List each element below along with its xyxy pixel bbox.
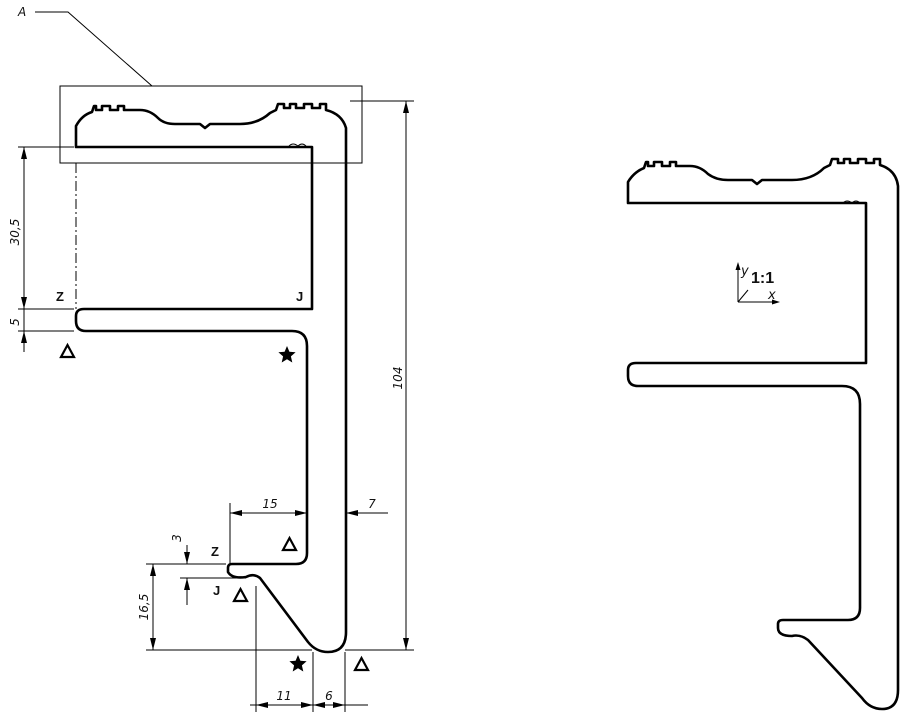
dim-16-5-arrow-top bbox=[150, 564, 156, 576]
dim-104-value: 104 bbox=[391, 367, 405, 390]
profile-outline-right bbox=[626, 157, 900, 711]
dim-11-value: 11 bbox=[276, 689, 291, 703]
edge-mark-z-lower: Z bbox=[211, 544, 219, 559]
y-axis-label: y bbox=[740, 264, 749, 279]
dim-15-arrow-right bbox=[295, 510, 307, 516]
dim-5-arrow-bottom bbox=[21, 331, 27, 343]
dimensioned-section-view: A 104 30,5 5 15 7 bbox=[8, 5, 414, 712]
dim-11-arrow-left bbox=[256, 702, 268, 708]
inner-corner-detail-right bbox=[842, 200, 861, 204]
dim-3-arrow-top bbox=[184, 552, 190, 564]
dim-15-arrow-left bbox=[230, 510, 242, 516]
star-symbol bbox=[289, 655, 307, 672]
edge-mark-j-lower: J bbox=[213, 583, 220, 598]
inner-corner-detail bbox=[288, 143, 307, 147]
scale-label: 1:1 bbox=[751, 270, 774, 287]
dim-3-value: 3 bbox=[170, 534, 184, 542]
dim-104-arrow-bottom bbox=[403, 638, 409, 650]
triangle-symbol bbox=[281, 535, 298, 552]
edge-mark-j-upper: J bbox=[296, 289, 303, 304]
profile-view-1-1: y x 1:1 bbox=[626, 157, 900, 711]
dim-11-arrow-right bbox=[301, 702, 313, 708]
edge-mark-z-upper: Z bbox=[56, 289, 64, 304]
dim-6-arrow-left bbox=[313, 702, 325, 708]
detail-a-label: A bbox=[17, 5, 26, 19]
dim-15-value: 15 bbox=[262, 497, 277, 511]
axis-indicator: y x 1:1 bbox=[735, 262, 780, 305]
dim-16-5-value: 16,5 bbox=[137, 594, 151, 621]
triangle-symbol bbox=[59, 342, 76, 359]
dim-5-value: 5 bbox=[8, 318, 22, 326]
star-symbol bbox=[278, 346, 296, 363]
z-axis-line bbox=[737, 289, 749, 303]
y-axis-arrow bbox=[735, 262, 741, 270]
dim-7-value: 7 bbox=[368, 497, 376, 511]
triangle-symbol bbox=[232, 586, 249, 603]
dim-30-5-arrow-bottom bbox=[21, 297, 27, 309]
x-axis-label: x bbox=[767, 288, 776, 303]
dim-3-arrow-bottom bbox=[184, 578, 190, 590]
profile-outline-left bbox=[74, 102, 348, 654]
triangle-symbol bbox=[353, 655, 370, 672]
dim-30-5-arrow-top bbox=[21, 147, 27, 159]
dim-7-arrow bbox=[346, 510, 358, 516]
detail-a-frame bbox=[59, 85, 363, 164]
dim-6-arrow-right bbox=[333, 702, 345, 708]
dim-16-5-arrow-bottom bbox=[150, 638, 156, 650]
x-axis-arrow bbox=[772, 299, 780, 305]
dim-6-value: 6 bbox=[325, 689, 333, 703]
dim-104-arrow-top bbox=[403, 101, 409, 113]
dim-30-5-value: 30,5 bbox=[8, 219, 22, 246]
detail-a-leader bbox=[35, 11, 153, 87]
